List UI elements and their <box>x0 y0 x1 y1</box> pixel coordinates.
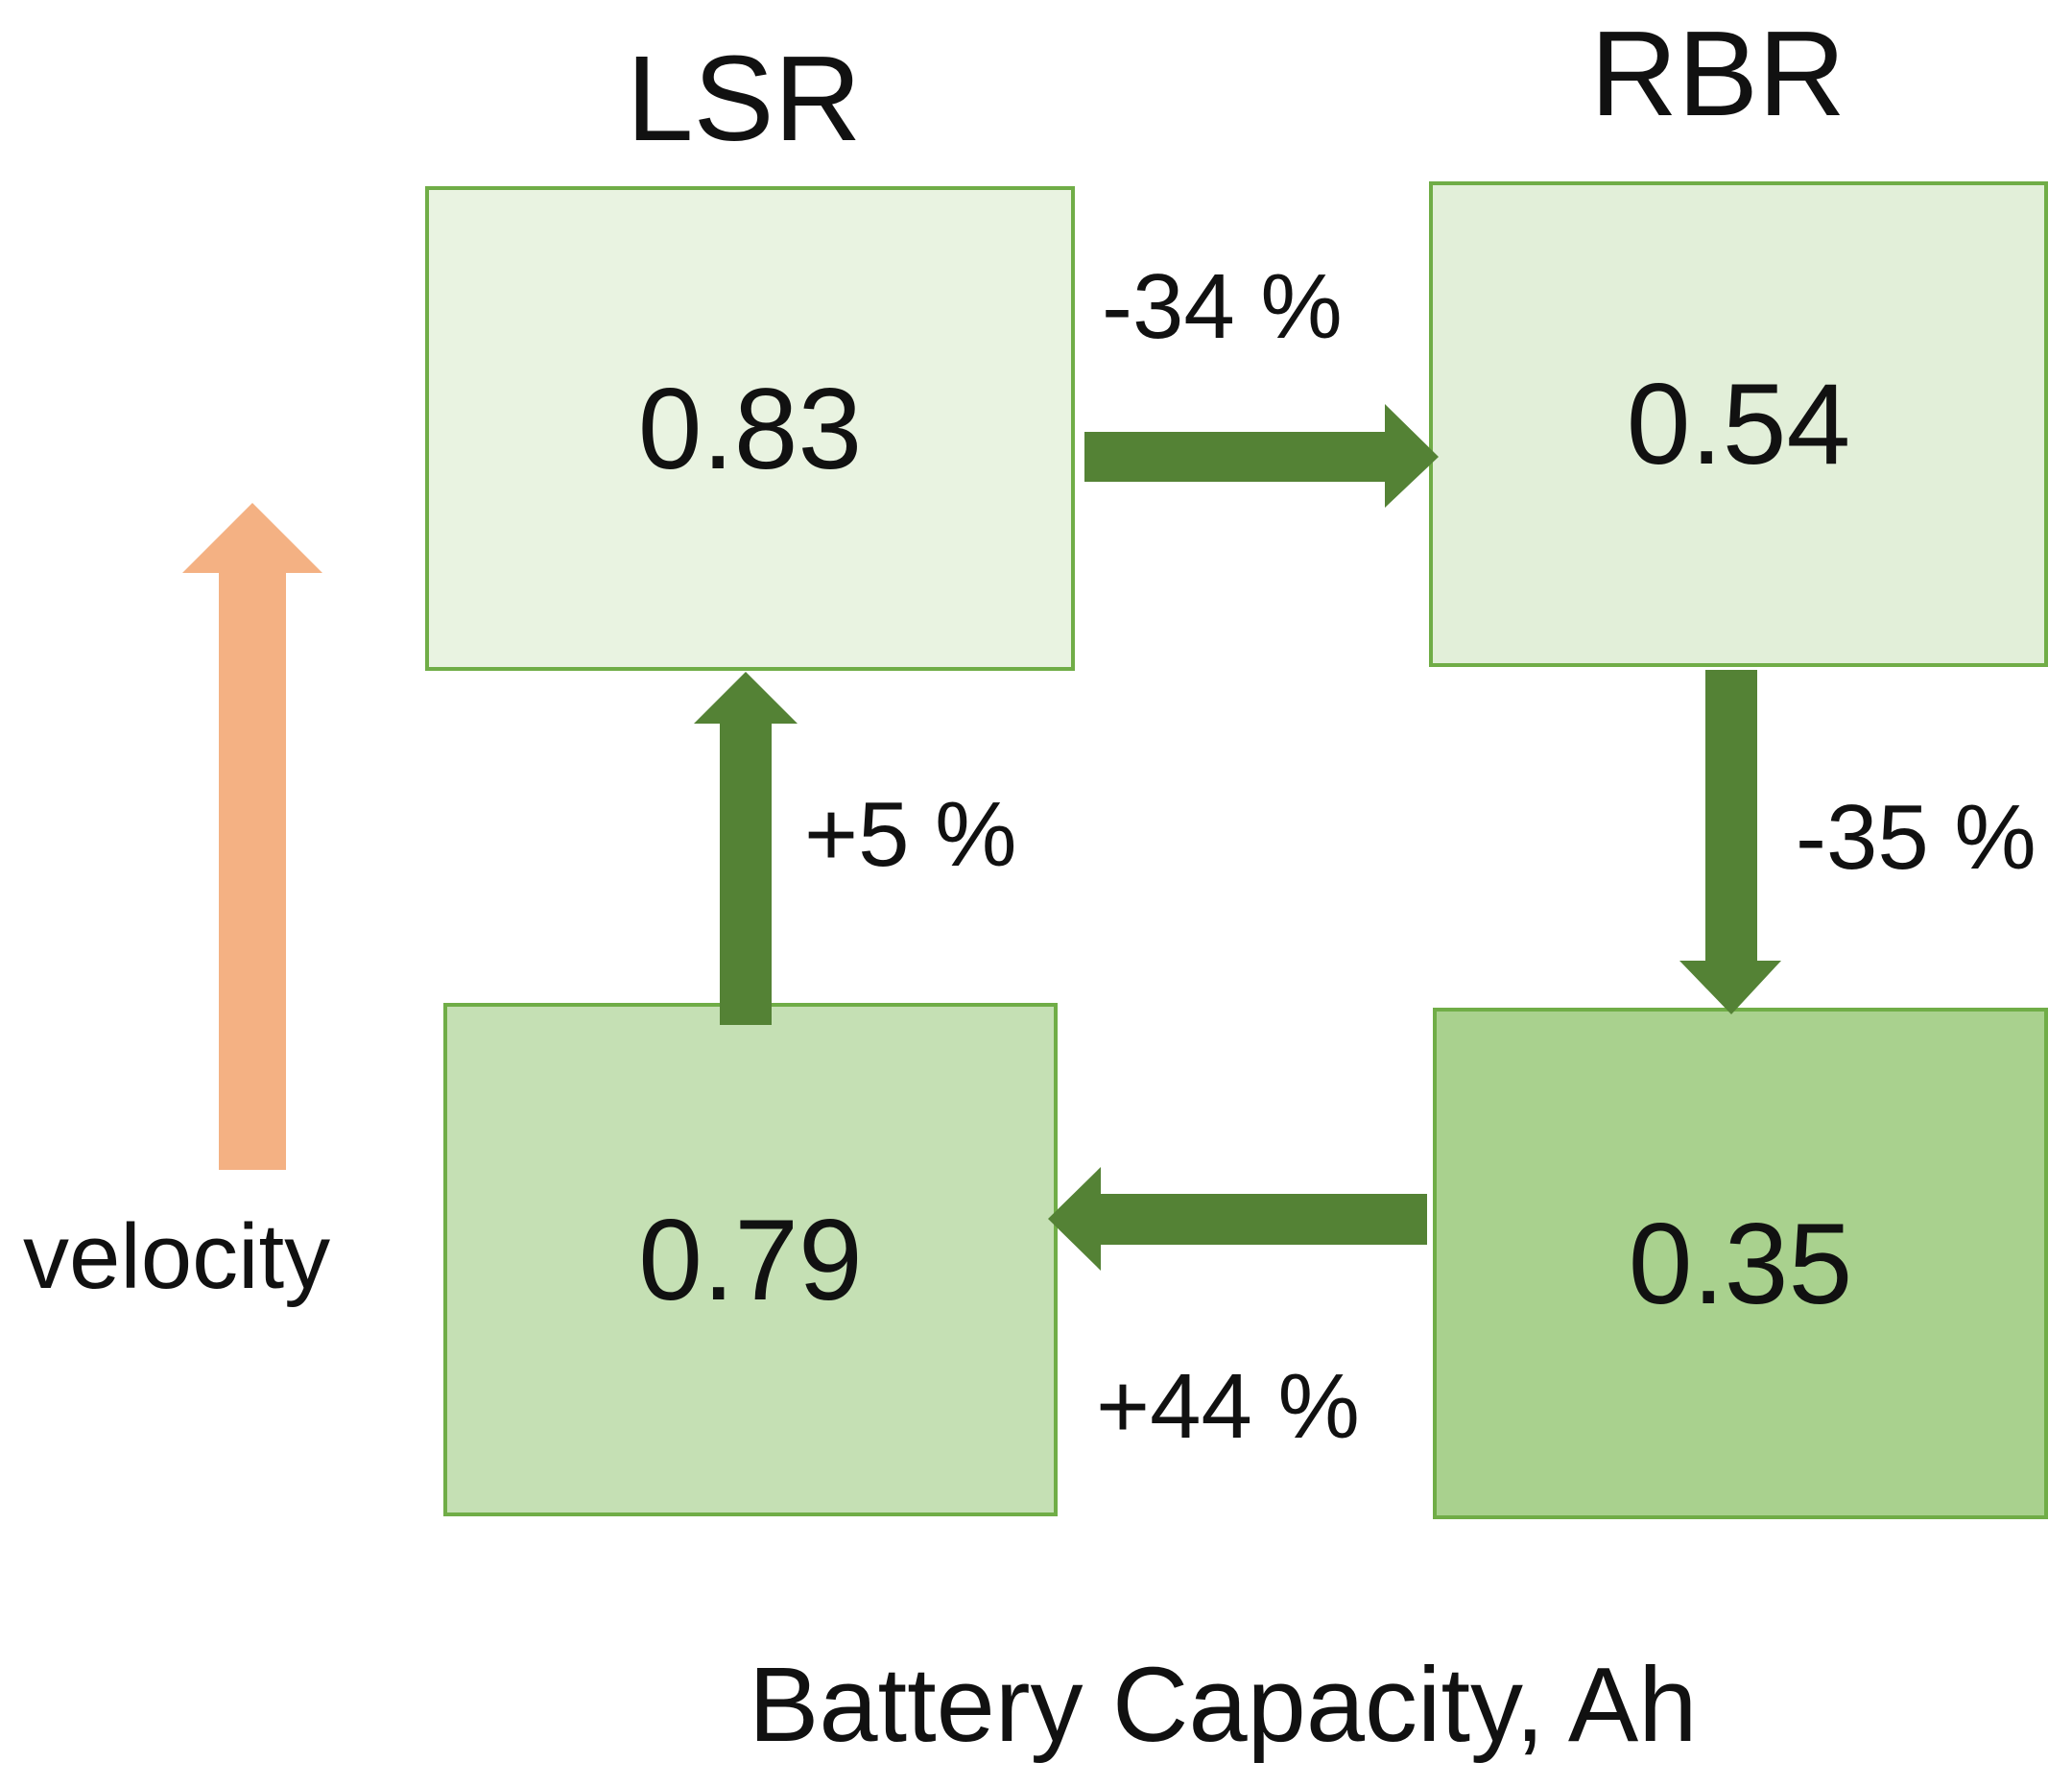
arrow-right-top-icon <box>1084 404 1439 508</box>
box-lsr-top-value: 0.83 <box>637 364 863 493</box>
box-rbr-bottom: 0.35 <box>1433 1008 2048 1519</box>
change-top-label: -34 % <box>1102 255 1343 358</box>
box-lsr-bottom-value: 0.79 <box>638 1195 863 1324</box>
velocity-up-arrow-icon <box>182 503 322 1170</box>
change-bottom-label: +44 % <box>1096 1355 1360 1458</box>
arrow-left-bottom-icon <box>1048 1167 1427 1271</box>
box-rbr-bottom-value: 0.35 <box>1628 1199 1853 1328</box>
box-lsr-top: 0.83 <box>425 186 1075 671</box>
battery-capacity-axis-label: Battery Capacity, Ah <box>749 1646 1698 1764</box>
arrow-down-right-icon <box>1679 670 1781 1014</box>
velocity-axis-label: velocity <box>23 1205 331 1308</box>
rbr-column-title: RBR <box>1589 6 1846 141</box>
box-rbr-top-value: 0.54 <box>1626 360 1851 488</box>
lsr-column-title: LSR <box>626 31 862 166</box>
box-lsr-bottom: 0.79 <box>443 1003 1058 1516</box>
change-left-label: +5 % <box>804 783 1017 886</box>
arrow-up-left-icon <box>694 672 798 1025</box>
box-rbr-top: 0.54 <box>1429 181 2048 667</box>
change-right-label: -35 % <box>1796 786 2036 889</box>
